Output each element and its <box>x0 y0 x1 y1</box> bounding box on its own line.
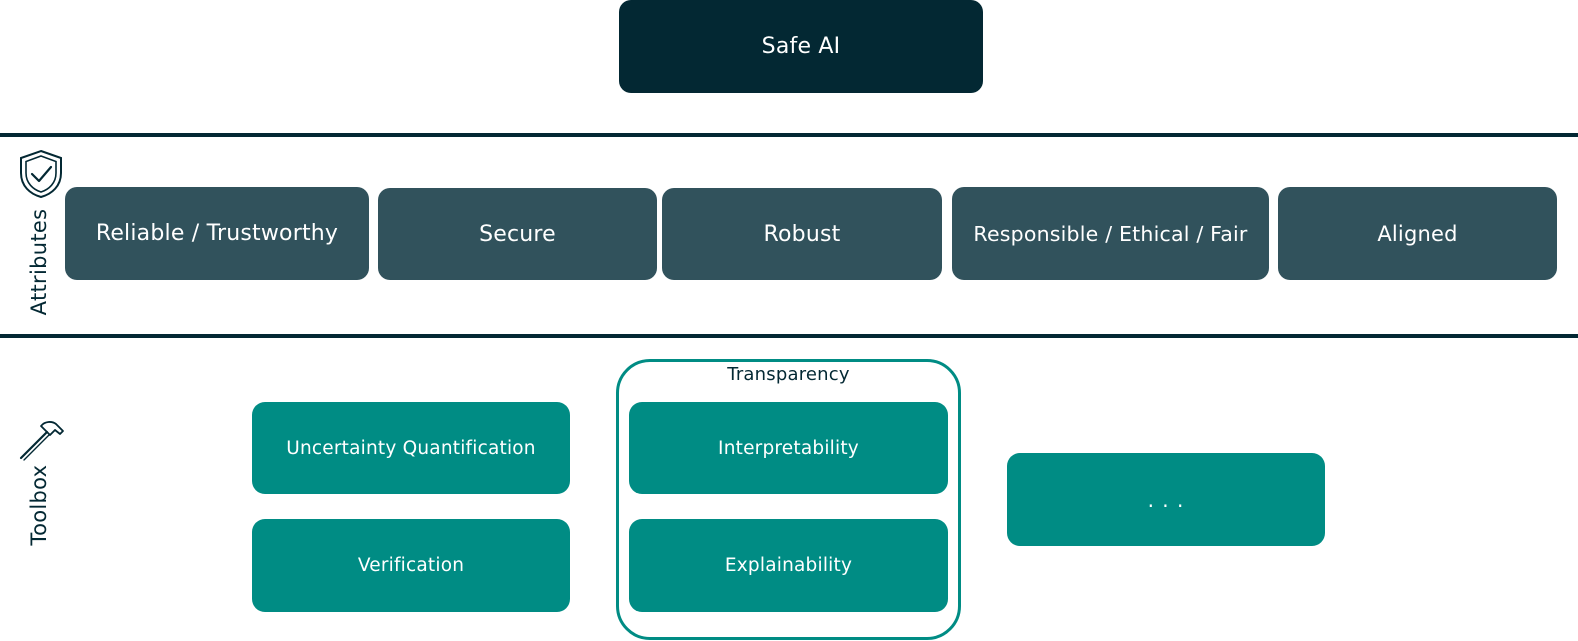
tool-interpretability: Interpretability <box>629 402 948 494</box>
tool-more: . . . <box>1007 453 1325 546</box>
attribute-label: Secure <box>479 221 556 247</box>
tool-verification: Verification <box>252 519 570 612</box>
attribute-label: Responsible / Ethical / Fair <box>973 221 1248 246</box>
attributes-label: Attributes <box>27 208 51 316</box>
toolbox-label: Toolbox <box>27 464 51 546</box>
more-ellipsis: . . . <box>1147 487 1185 512</box>
transparency-label: Transparency <box>727 364 850 385</box>
attribute-reliable-trustworthy: Reliable / Trustworthy <box>65 187 369 280</box>
transparency-group <box>616 359 961 640</box>
attribute-label: Robust <box>763 221 841 247</box>
attribute-robust: Robust <box>662 188 942 280</box>
tool-explainability: Explainability <box>629 519 948 612</box>
hammer-icon <box>19 421 64 461</box>
tool-label: Uncertainty Quantification <box>286 437 536 459</box>
top-divider <box>0 133 1578 137</box>
attribute-label: Reliable / Trustworthy <box>95 221 339 246</box>
safe-ai-title: Safe AI <box>761 34 841 59</box>
attribute-label: Aligned <box>1377 221 1458 246</box>
tool-label: Explainability <box>724 555 853 576</box>
tool-uncertainty-quantification: Uncertainty Quantification <box>252 402 570 494</box>
shield-check-icon <box>20 149 62 199</box>
tool-label: Interpretability <box>718 437 859 459</box>
attribute-secure: Secure <box>378 188 657 280</box>
attribute-aligned: Aligned <box>1278 187 1557 280</box>
attribute-responsible-ethical-fair: Responsible / Ethical / Fair <box>952 187 1269 280</box>
tool-label: Verification <box>357 555 465 576</box>
bottom-divider <box>0 334 1578 338</box>
safe-ai-box: Safe AI <box>619 0 983 93</box>
